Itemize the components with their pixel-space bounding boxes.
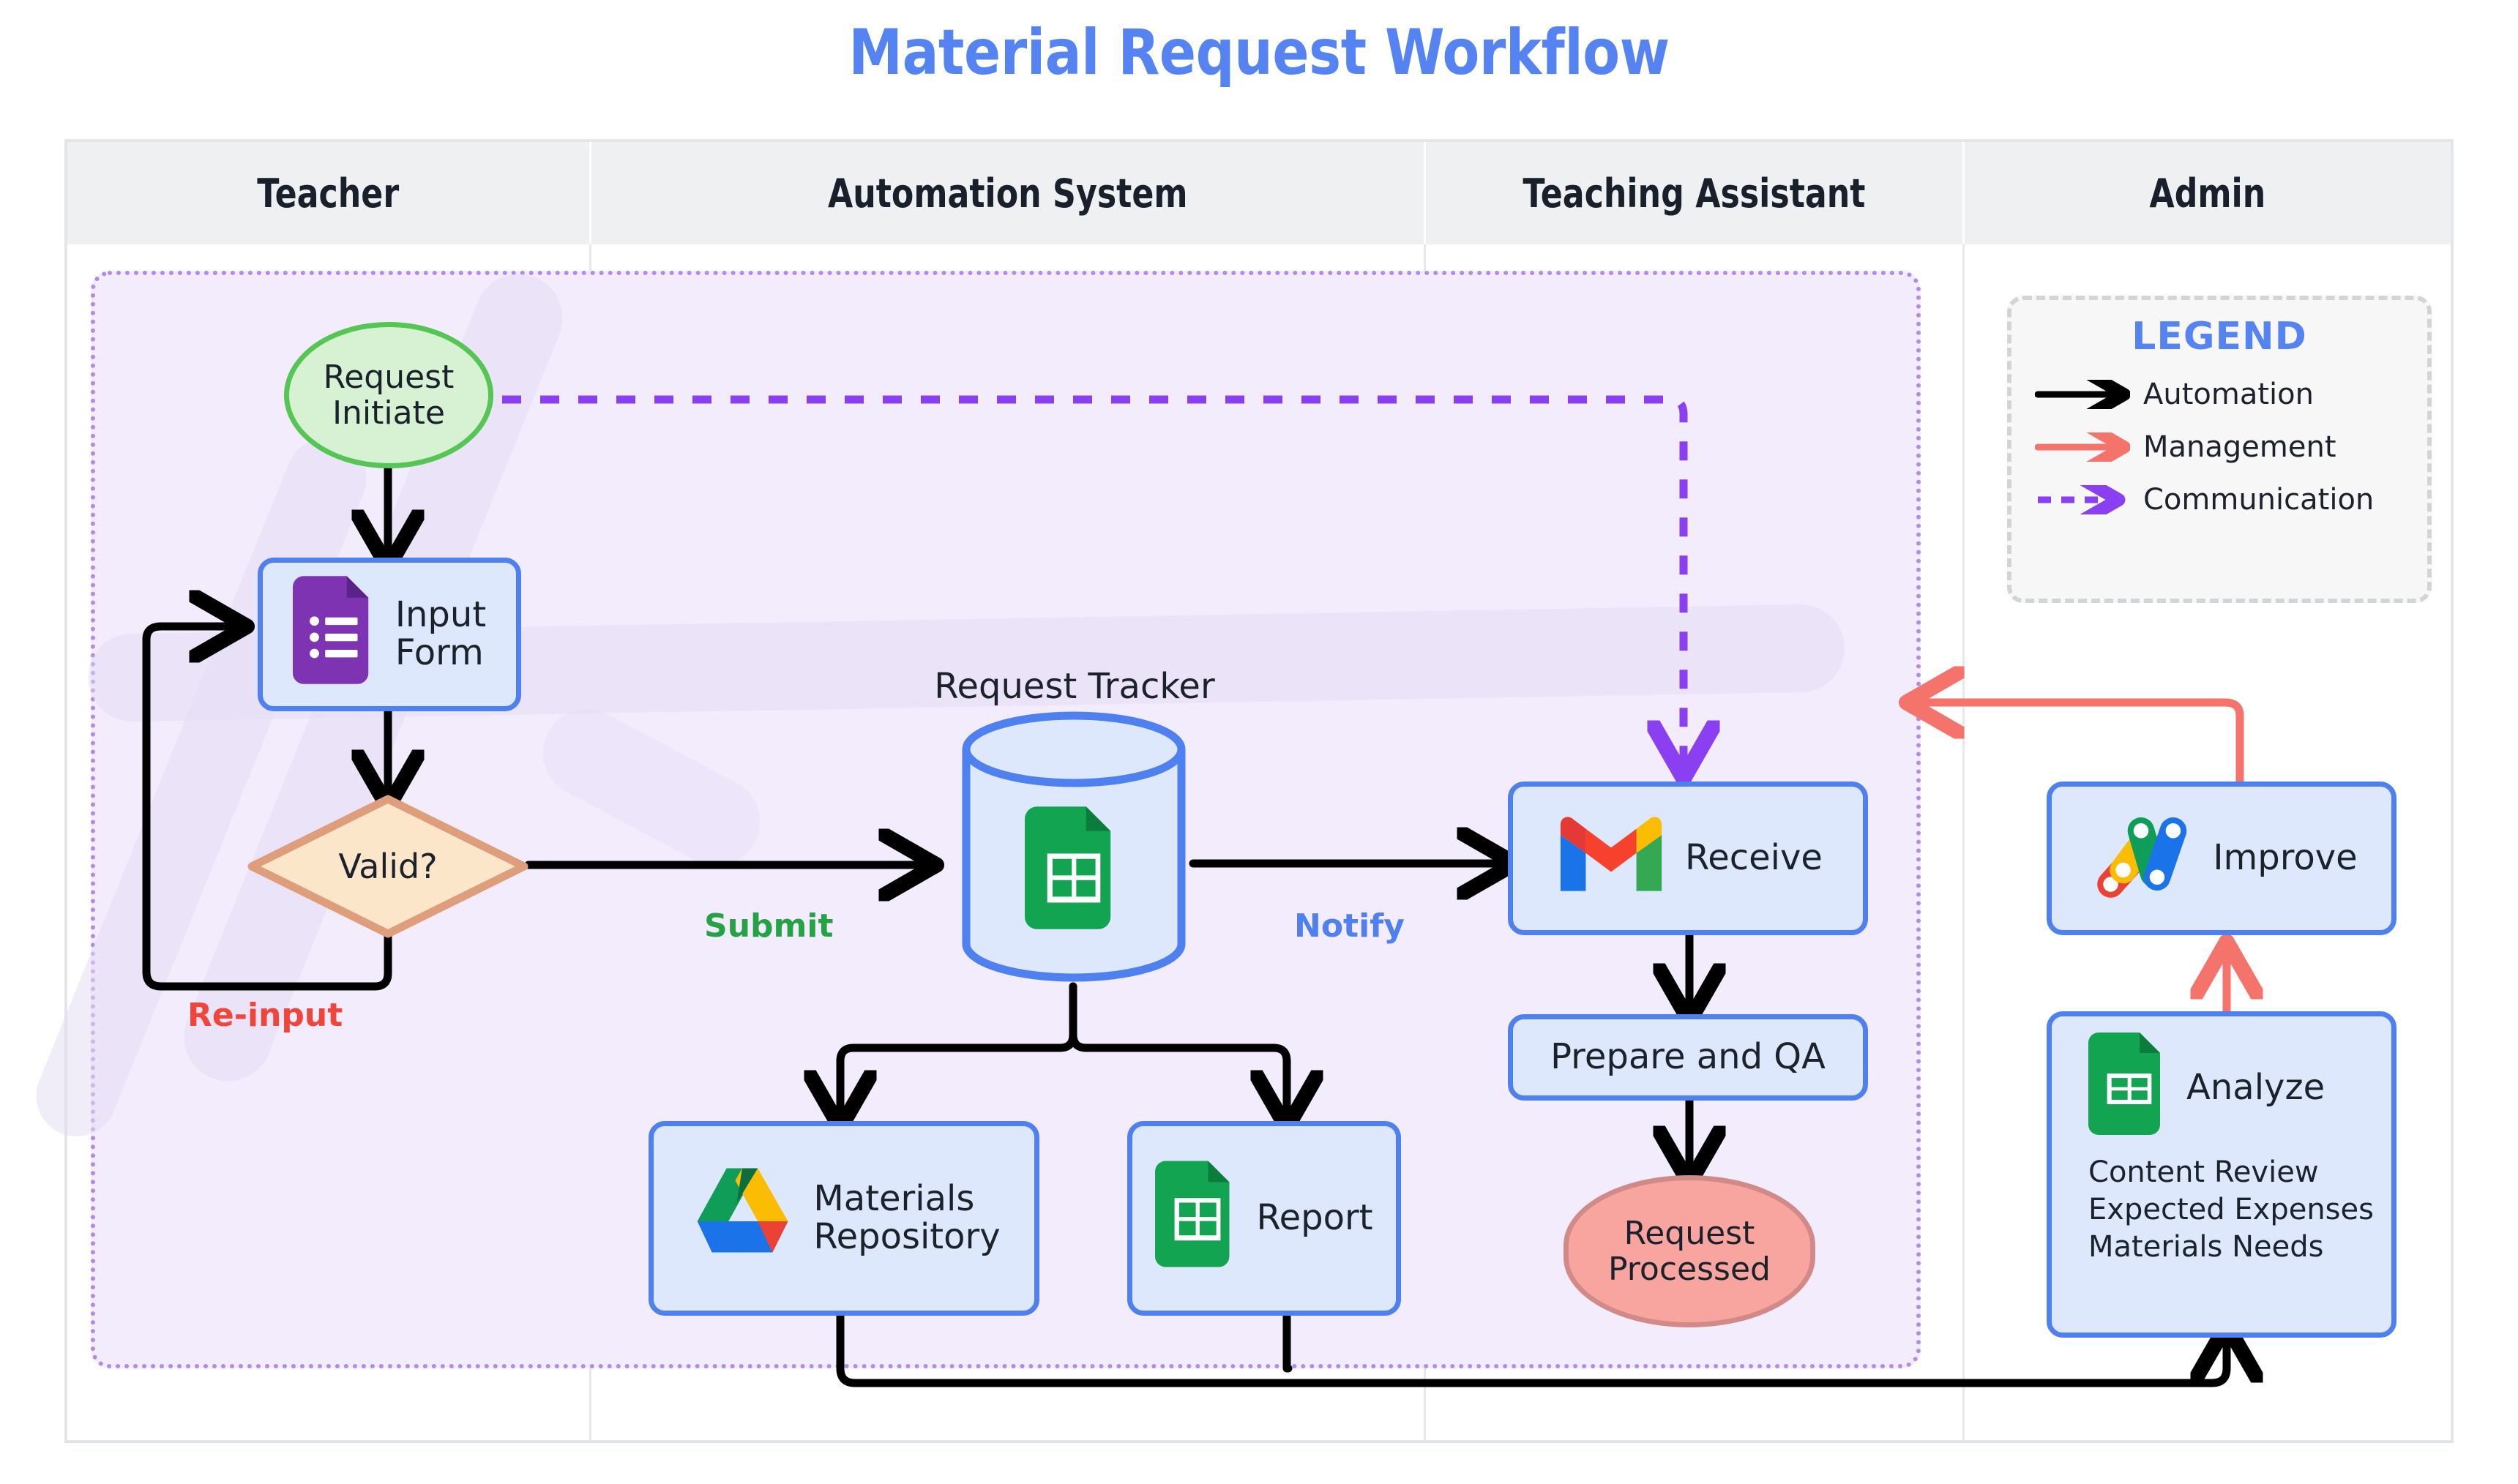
node-valid-decision[interactable]: Valid? [247, 795, 528, 938]
communication-arrow-icon [2038, 485, 2130, 514]
legend-item-management: Management [2011, 430, 2427, 464]
node-valid-label: Valid? [338, 847, 438, 886]
node-improve-label: Improve [2213, 837, 2358, 879]
legend-label-management: Management [2143, 430, 2336, 464]
lane-header-admin: Admin [1965, 142, 2451, 244]
management-arrow-icon [2035, 432, 2130, 462]
node-report-label: Report [1256, 1197, 1373, 1239]
lane-label-automation: Automation System [827, 170, 1188, 217]
node-materials-repository[interactable]: Materials Repository [649, 1121, 1039, 1316]
edge-tracker-to-report [1069, 982, 1287, 1115]
google-drive-icon [687, 1163, 797, 1274]
edge-tracker-to-repository [840, 982, 1077, 1115]
node-request-initiate[interactable]: Request Initiate [284, 322, 493, 468]
node-input-form[interactable]: Input Form [258, 558, 521, 711]
node-request-processed[interactable]: Request Processed [1564, 1175, 1815, 1327]
node-materials-repository-label: Materials Repository [813, 1178, 1001, 1257]
node-receive[interactable]: Receive [1508, 782, 1868, 935]
lane-body-assistant [1426, 244, 1965, 1440]
edge-valid-to-form-reinput [142, 626, 392, 991]
legend-item-communication: Communication [2011, 483, 2427, 517]
edge-initiate-to-receive-communication [502, 395, 1684, 765]
lane-label-admin: Admin [2149, 170, 2266, 217]
node-prepare-and-qa-label: Prepare and QA [1550, 1036, 1826, 1078]
lane-header-automation: Automation System [591, 142, 1426, 244]
node-request-tracker[interactable] [960, 711, 1187, 982]
node-analyze-details: Content Review Expected Expenses Materia… [2088, 1155, 2374, 1264]
node-analyze[interactable]: Analyze Content Review Expected Expenses… [2047, 1011, 2396, 1338]
node-receive-label: Receive [1685, 837, 1823, 879]
node-request-initiate-label: Request Initiate [323, 358, 455, 432]
legend-label-automation: Automation [2143, 378, 2314, 411]
gmail-icon [1553, 809, 1669, 907]
legend-item-automation: Automation [2011, 378, 2427, 411]
edge-report-to-rail [1282, 1311, 1293, 1373]
node-input-form-label: Input Form [395, 594, 487, 673]
lane-label-assistant: Teaching Assistant [1523, 170, 1866, 217]
edge-improve-to-group [1919, 702, 2244, 786]
google-sheets-icon [2088, 1033, 2170, 1144]
google-sheets-icon [1025, 806, 1123, 932]
edge-label-notify: Notify [1294, 907, 1405, 945]
node-improve[interactable]: Improve [2047, 782, 2396, 935]
edge-label-re-input: Re-input [187, 997, 343, 1034]
legend-box: LEGEND Automation Management Communicati… [2007, 296, 2432, 603]
edge-repository-to-analyze [836, 1311, 2227, 1387]
node-prepare-and-qa[interactable]: Prepare and QA [1508, 1014, 1868, 1101]
legend-title: LEGEND [2132, 315, 2307, 359]
node-request-tracker-label: Request Tracker [934, 666, 1215, 707]
edge-label-submit: Submit [704, 907, 834, 945]
lane-header-row: Teacher Automation System Teaching Assis… [67, 142, 2451, 244]
lane-header-teacher: Teacher [67, 142, 591, 244]
google-classroom-icon [2085, 809, 2197, 907]
google-forms-icon [292, 576, 379, 693]
google-sheets-icon [1155, 1161, 1240, 1276]
node-analyze-label: Analyze [2186, 1067, 2325, 1109]
lane-header-assistant: Teaching Assistant [1426, 142, 1965, 244]
node-request-processed-label: Request Processed [1608, 1214, 1771, 1288]
lane-label-teacher: Teacher [257, 170, 400, 217]
node-report[interactable]: Report [1127, 1121, 1401, 1316]
legend-label-communication: Communication [2143, 483, 2375, 517]
automation-arrow-icon [2035, 380, 2130, 409]
page-title: Material Request Workflow [848, 16, 1670, 89]
